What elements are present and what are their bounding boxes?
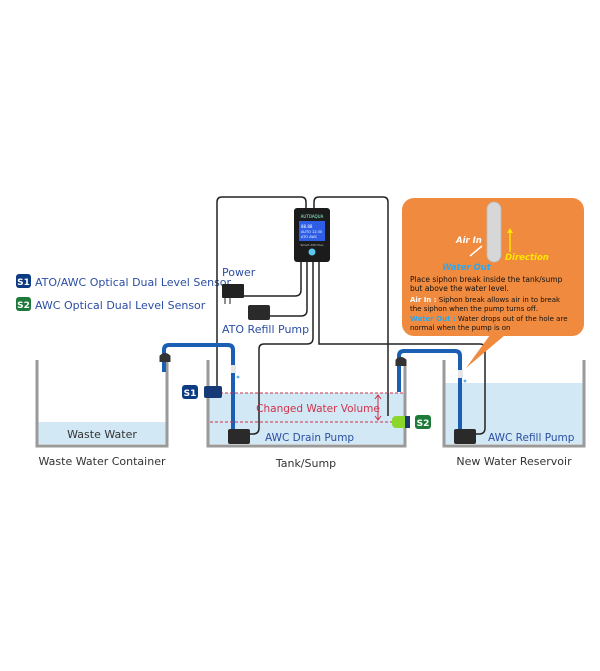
ato-refill-pump-label: ATO Refill Pump bbox=[222, 323, 309, 336]
callout-water-out-text: Water Out : Water drops out of the hole … bbox=[410, 315, 568, 323]
s1-badge bbox=[182, 385, 198, 399]
tube-clip-icon bbox=[159, 353, 171, 362]
water-out-text-1: Water drops out of the hole are bbox=[456, 315, 568, 323]
controller-screen bbox=[299, 221, 325, 241]
callout-air-in-text: Air In : Siphon break allows air in to b… bbox=[410, 296, 561, 304]
waste-water-fill bbox=[38, 422, 166, 444]
callout-water-out-label: Water Out bbox=[442, 263, 492, 273]
sensor-s1: S1 bbox=[182, 385, 222, 399]
controller-brand: AUTOAQUA bbox=[301, 214, 324, 219]
cable-s2 bbox=[313, 196, 389, 416]
sensor-s2-cap bbox=[405, 416, 410, 428]
tank-sump-label: Tank/Sump bbox=[275, 457, 336, 470]
air-in-title: Air In : bbox=[410, 296, 437, 304]
cable-ato-pump bbox=[268, 262, 308, 317]
siphon-break-illustration bbox=[486, 201, 502, 263]
callout-air-in-text-2: the siphon when the pump turns off. bbox=[410, 305, 538, 313]
air-in-text-1: Siphon break allows air in to break bbox=[437, 296, 561, 304]
tube-clip-icon bbox=[395, 357, 407, 366]
screen-line-3: ATO AWC bbox=[301, 235, 318, 239]
waste-water-label: Waste Water bbox=[67, 428, 137, 441]
arrow-heads-icon bbox=[374, 394, 382, 421]
callout-text-2: but above the water level. bbox=[410, 284, 509, 293]
callout-direction-label: Direction bbox=[505, 253, 549, 263]
drain-tube bbox=[162, 343, 235, 380]
callout-text-1: Place siphon break inside the tank/sump bbox=[410, 275, 563, 284]
controller: AUTOAQUA 88.88 AUTO 12:30 ATO AWC Smart … bbox=[294, 208, 330, 262]
s2-legend-badge-text: S2 bbox=[17, 301, 30, 311]
cable-power bbox=[244, 262, 302, 297]
awc-refill-pump-icon bbox=[454, 429, 476, 444]
s1-legend-label: ATO/AWC Optical Dual Level Sensor bbox=[35, 276, 232, 289]
waste-water-container bbox=[35, 360, 169, 448]
ato-refill-pump-icon bbox=[248, 305, 270, 320]
awc-drain-pump-icon bbox=[228, 429, 250, 444]
callout-box bbox=[402, 198, 584, 336]
water-drop-icon bbox=[236, 375, 240, 379]
cable-s1 bbox=[216, 196, 307, 398]
screen-line-2: AUTO 12:30 bbox=[301, 230, 322, 234]
s1-badge-text: S1 bbox=[184, 389, 197, 399]
water-drop-icon bbox=[463, 379, 467, 383]
awc-refill-pump-label: AWC Refill Pump bbox=[488, 432, 575, 444]
air-in-arrow bbox=[469, 245, 483, 257]
water-out-title: Water Out : bbox=[410, 315, 456, 323]
power-label: Power bbox=[222, 266, 256, 279]
new-water-reservoir-label: New Water Reservoir bbox=[456, 455, 572, 468]
callout-water-out-text-2: normal when the pump is on bbox=[410, 324, 511, 332]
s2-badge-text: S2 bbox=[417, 419, 430, 429]
callout-pointer bbox=[466, 335, 505, 368]
cable-drain-pump bbox=[246, 262, 314, 435]
waste-water-container-label: Waste Water Container bbox=[39, 455, 166, 468]
awc-drain-pump-label: AWC Drain Pump bbox=[265, 432, 354, 444]
new-water-reservoir bbox=[442, 360, 586, 448]
sensor-s2: S2 bbox=[392, 415, 431, 429]
s1-legend-badge bbox=[16, 274, 31, 288]
controller-footer: Smart ATO Duo bbox=[300, 243, 323, 247]
s2-legend-label: AWC Optical Dual Level Sensor bbox=[35, 299, 206, 312]
s1-legend-badge-text: S1 bbox=[17, 278, 30, 288]
siphon-break-refill bbox=[458, 370, 463, 378]
s2-legend-badge bbox=[16, 297, 31, 311]
sensor-s1-body bbox=[204, 386, 222, 398]
controller-button[interactable] bbox=[308, 248, 316, 256]
refill-tube bbox=[397, 349, 462, 392]
s2-badge bbox=[415, 415, 431, 429]
direction-arrow-head bbox=[507, 228, 513, 233]
power-adapter-icon bbox=[222, 284, 244, 298]
screen-line-1: 88.88 bbox=[301, 224, 313, 229]
siphon-callout: Air In Direction Water Out Place siphon … bbox=[402, 198, 584, 368]
tank-sump bbox=[206, 360, 407, 448]
siphon-break-drain bbox=[231, 365, 236, 373]
callout-air-in-label: Air In bbox=[455, 236, 482, 246]
changed-water-volume-label: Changed Water Volume bbox=[256, 403, 380, 415]
legend: S1 ATO/AWC Optical Dual Level Sensor S2 … bbox=[16, 274, 232, 312]
